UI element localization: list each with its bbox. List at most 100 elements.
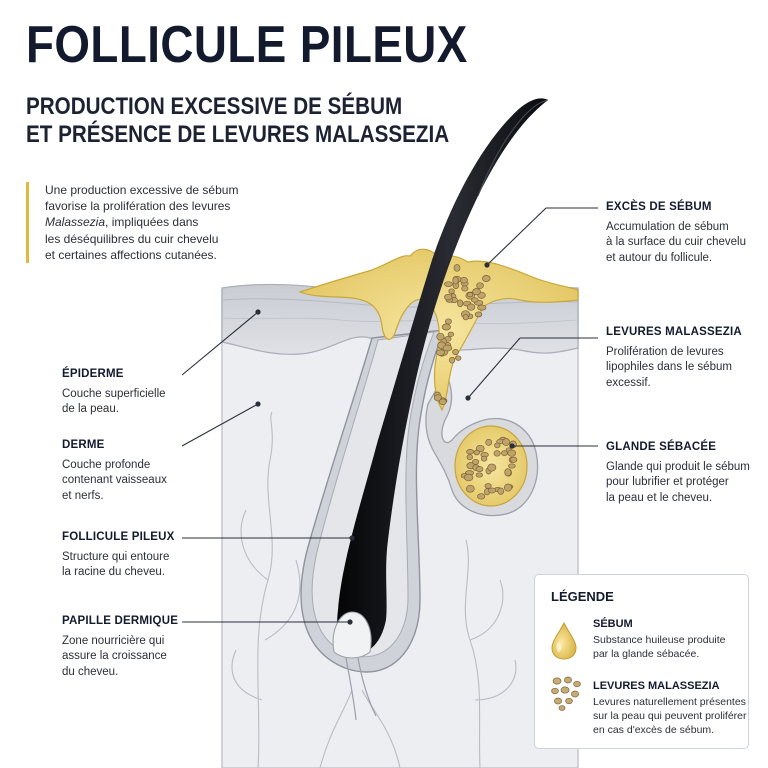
label-line: du cheveu.	[62, 665, 119, 678]
label-papille: PAPILLE DERMIQUE Zone nourricière qui as…	[62, 614, 178, 681]
yeast-cell	[477, 304, 487, 311]
yeast-cell	[487, 463, 497, 472]
yeast-cell	[477, 493, 486, 500]
yeast-cell	[504, 468, 512, 477]
yeast-cell	[503, 483, 513, 492]
label-line: assure la croissance	[62, 650, 167, 663]
yeast-cell	[475, 466, 484, 473]
label-line: et nerfs.	[62, 489, 104, 502]
label-title: GLANDE SÉBACÉE	[606, 441, 717, 453]
label-follicule: FOLLICULE PILEUX Structure qui entoure l…	[62, 530, 174, 581]
yeast-cell	[502, 438, 511, 446]
yeast-cell	[472, 288, 481, 296]
yeast-cell	[457, 299, 464, 308]
yeast-cell	[510, 456, 518, 463]
intro-line: Une production excessive de sébum	[45, 183, 239, 197]
yeast-cell	[438, 398, 447, 406]
legend-box: LÉGENDE SÉBUM Substance huileuse produit…	[534, 574, 749, 749]
yeast-cell	[449, 356, 456, 364]
yeast-cell	[461, 285, 469, 292]
intro-line: favorise la prolifération des levures	[45, 199, 231, 214]
legend-item-line: par la glande sébacée.	[593, 647, 700, 660]
legend-item-line: Levures naturellement présentes	[593, 696, 746, 709]
yeast-cell	[501, 450, 508, 456]
label-title: LEVURES MALASSEZIA	[606, 326, 742, 338]
yeast-cell	[476, 282, 484, 289]
label-line: pour lubrifier et protéger	[606, 476, 729, 489]
oil-drop-icon	[551, 621, 577, 660]
sebum-mass	[298, 248, 579, 412]
label-line: lipophiles dans le sébum	[606, 361, 732, 374]
leader-dots	[255, 262, 515, 625]
yeast-cell	[475, 472, 483, 478]
label-line: Glande qui produit le sébum	[606, 460, 750, 473]
label-title: ÉPIDERME	[62, 368, 124, 380]
subtitle-line-1: PRODUCTION EXCESSIVE DE SÉBUM	[26, 93, 403, 120]
yeast-cell	[463, 473, 474, 482]
intro-line: les déséquilibres du cuir chevelu	[45, 231, 219, 246]
yeast-cell	[473, 449, 480, 456]
yeast-cell	[448, 288, 455, 295]
label-line: contenant vaisseaux	[62, 474, 167, 487]
label-line: la racine du cheveu.	[62, 566, 165, 579]
legend-item-line: Substance huileuse produite	[593, 634, 726, 647]
intro-text: Une production excessive de sébum favori…	[26, 182, 275, 263]
yeast-cell	[488, 487, 496, 494]
label-line: excessif.	[606, 376, 651, 389]
yeast-cell	[466, 449, 474, 455]
yeast-cell	[459, 276, 468, 284]
label-title: EXCÈS DE SÉBUM	[606, 201, 712, 213]
label-line: Structure qui entoure	[62, 550, 170, 563]
label-line: la peau et le cheveu.	[606, 491, 713, 504]
intro-line-rest: , impliquées dans	[105, 215, 199, 230]
subtitle-line-2: ET PRÉSENCE DE LEVURES MALASSEZIA	[26, 121, 450, 149]
legend-item-levures: LEVURES MALASSEZIA Levures naturellement…	[593, 679, 747, 737]
legend-item-line: en cas d'excès de sébum.	[593, 723, 715, 736]
label-exces-sebum: EXCÈS DE SÉBUM Accumulation de sébum à l…	[606, 200, 746, 267]
yeast-cluster-icon	[551, 676, 581, 711]
label-line: Accumulation de sébum	[606, 220, 729, 233]
label-derme: DERME Couche profonde contenant vaisseau…	[62, 438, 167, 505]
label-levures: LEVURES MALASSEZIA Prolifération de levu…	[606, 325, 742, 392]
legend-item-line: sur la peau qui peuvent proliférer	[593, 709, 747, 722]
yeast-cell	[442, 344, 453, 352]
dermal-papilla	[332, 611, 377, 721]
intro-line: et certaines affections cutanées.	[45, 247, 217, 262]
label-epiderme: ÉPIDERME Couche superficielle de la peau…	[62, 367, 166, 418]
label-line: Couche profonde	[62, 458, 151, 471]
label-line: de la peau.	[62, 403, 119, 416]
label-line: Couche superficielle	[62, 387, 166, 400]
label-line: Zone nourricière qui	[62, 634, 165, 647]
yeast-cell	[452, 276, 459, 285]
page-title: FOLLICULE PILEUX	[26, 16, 468, 74]
yeast-cell	[497, 487, 505, 495]
yeast-cell	[472, 459, 480, 465]
yeast-cell	[436, 332, 445, 341]
malassezia-yeast-cells	[433, 264, 518, 500]
label-glande: GLANDE SÉBACÉE Glande qui produit le séb…	[606, 440, 750, 507]
yeast-cell	[493, 450, 501, 457]
yeast-cell	[465, 484, 475, 493]
legend-title: LÉGENDE	[551, 589, 614, 604]
legend-item-title: LEVURES MALASSEZIA	[593, 680, 720, 692]
yeast-cell	[466, 303, 476, 311]
legend-item-title: SÉBUM	[593, 618, 633, 630]
yeast-cell	[485, 438, 493, 446]
label-line: et autour du follicule.	[606, 251, 713, 264]
intro-line: Malassezia, impliquées dans	[45, 214, 275, 230]
label-title: DERME	[62, 439, 105, 451]
yeast-cell	[507, 449, 517, 457]
hair-shaft	[337, 98, 549, 655]
yeast-cell	[484, 483, 492, 489]
intro-italic: Malassezia	[45, 215, 106, 230]
yeast-cell	[444, 318, 452, 325]
page-subtitle: PRODUCTION EXCESSIVE DE SÉBUM ET PRÉSENC…	[26, 93, 449, 150]
nerve-lines	[231, 411, 517, 768]
yeast-cell	[444, 281, 453, 287]
yeast-cell	[480, 455, 488, 462]
yeast-cell	[444, 293, 453, 301]
yeast-cell	[447, 331, 455, 337]
yeast-cell	[441, 323, 451, 331]
yeast-cell	[482, 275, 491, 282]
